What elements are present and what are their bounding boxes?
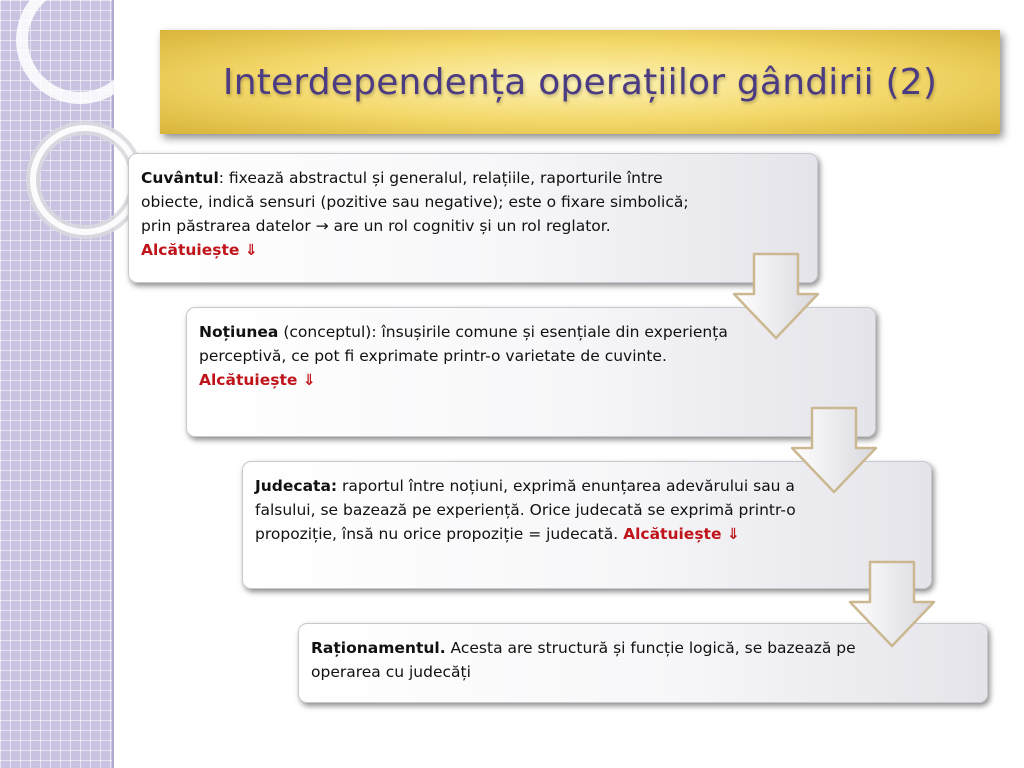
step-text: Noțiunea (conceptul): însușirile comune … [199,320,759,392]
down-arrow-icon [846,558,938,650]
title-banner: Interdependența operațiilor gândirii (2) [160,30,1000,134]
step-action: Alcătuiește ⇓ [141,241,258,259]
page-title: Interdependența operațiilor gândirii (2) [222,61,938,103]
step-heading: Raționamentul. [311,639,446,657]
step-action: Alcătuiește ⇓ [623,525,740,543]
step-description: raportul între noțiuni, exprimă enunțare… [255,477,796,543]
step-notiunea: Noțiunea (conceptul): însușirile comune … [186,307,876,437]
step-text: Raționamentul. Acesta are structură și f… [311,636,871,684]
down-arrow-icon [730,250,822,342]
step-action: Alcătuiește ⇓ [199,371,316,389]
step-rationamentul: Raționamentul. Acesta are structură și f… [298,623,988,703]
step-heading: Cuvântul [141,169,219,187]
step-heading: Noțiunea [199,323,279,341]
step-text: Judecata: raportul între noțiuni, exprim… [255,474,815,546]
step-description: (conceptul): însușirile comune și esenți… [199,323,728,365]
step-judecata: Judecata: raportul între noțiuni, exprim… [242,461,932,589]
step-cuvantul: Cuvântul: fixează abstractul și generalu… [128,153,818,283]
step-description: Acesta are structură și funcție logică, … [311,639,856,681]
down-arrow-icon [788,404,880,496]
step-description: : fixează abstractul și generalul, relaț… [141,169,689,235]
step-text: Cuvântul: fixează abstractul și generalu… [141,166,701,262]
step-heading: Judecata: [255,477,338,495]
